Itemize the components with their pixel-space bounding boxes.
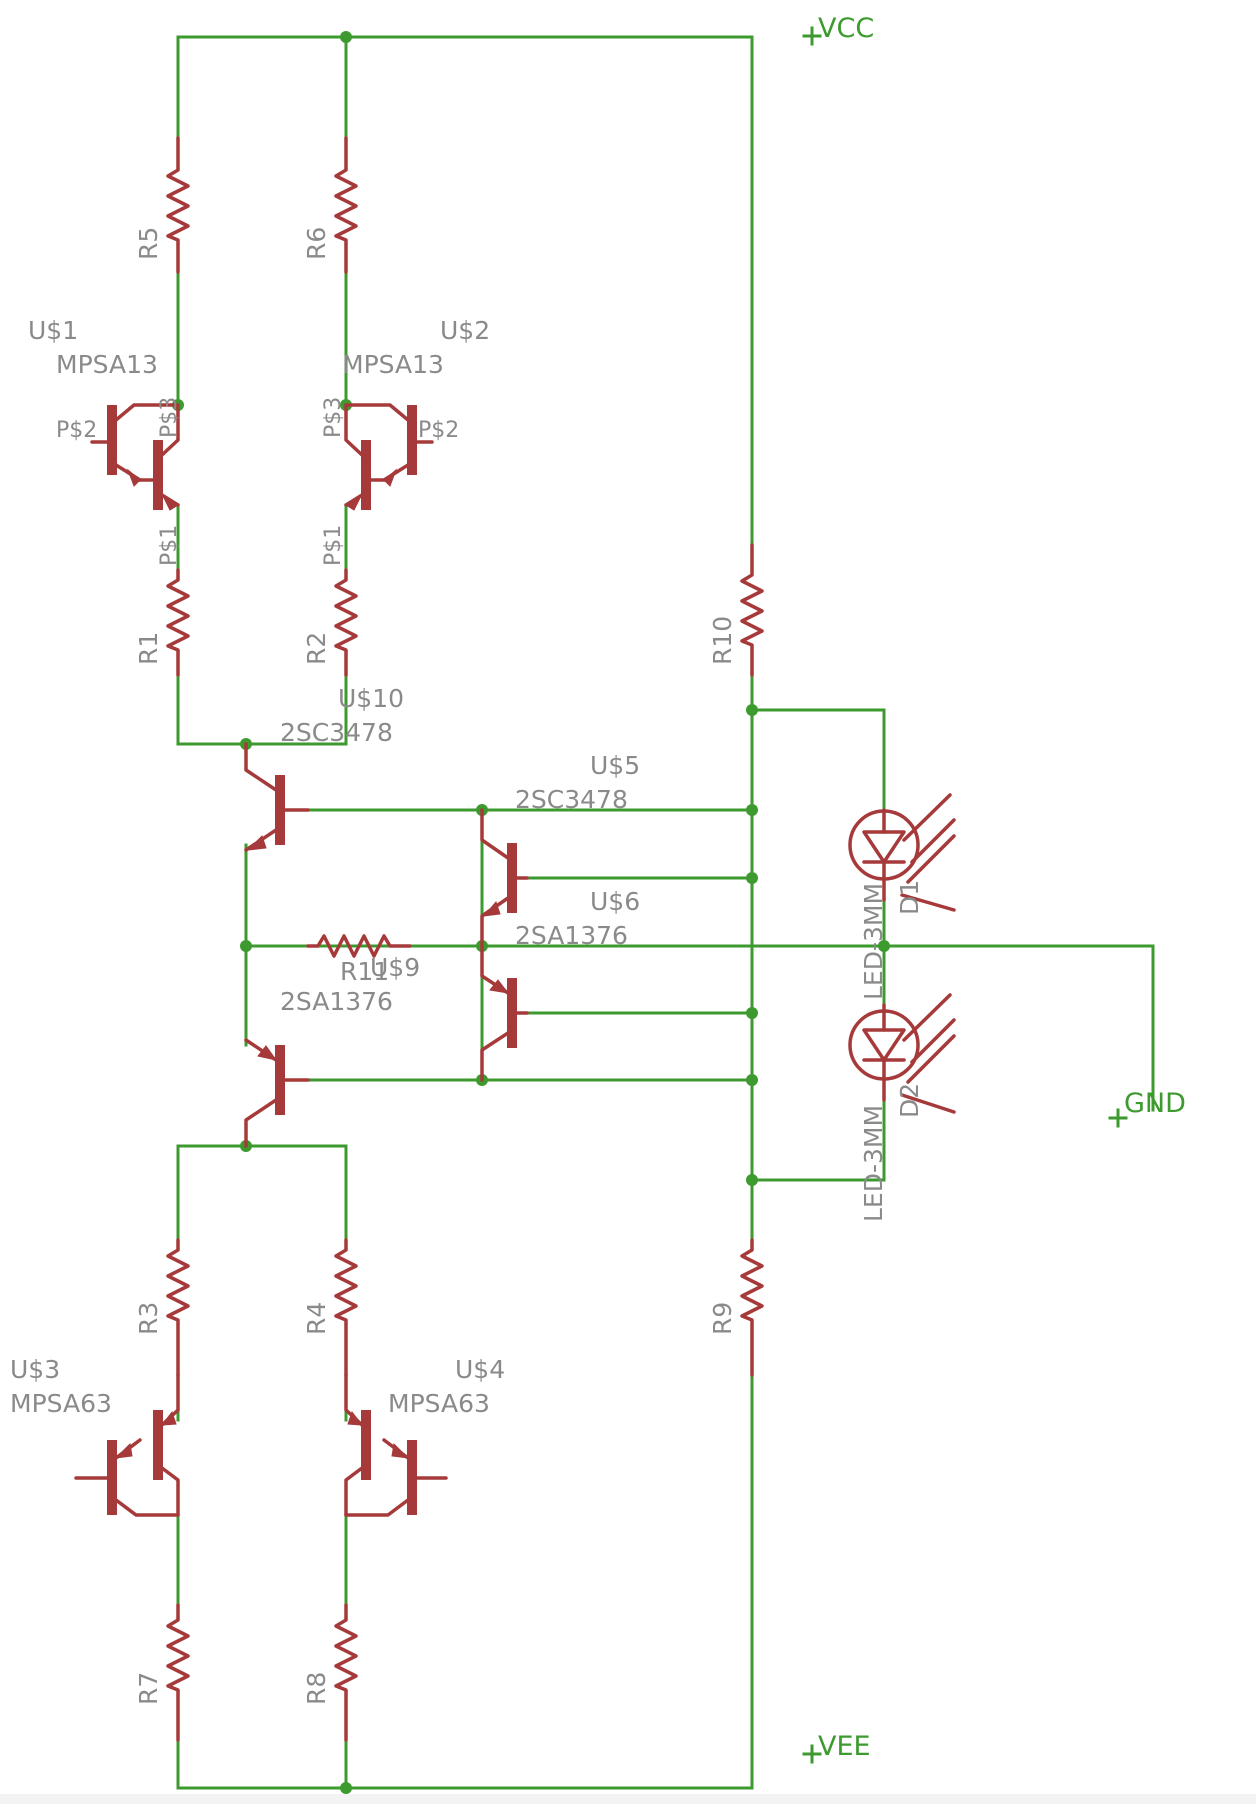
resistor-r4 — [334, 1238, 358, 1377]
label-u4-name: U$4 — [455, 1355, 505, 1384]
label-u5-value: 2SC3478 — [515, 785, 628, 814]
pin-label-u2-p2: P$2 — [418, 418, 459, 443]
label-d1-name: D1 — [895, 880, 924, 915]
label-d1-value: LED-3MM — [859, 883, 888, 1000]
pin-label-u1-p3: P$3 — [157, 397, 182, 438]
transistor-u10 — [244, 742, 310, 852]
pin-label-u2-p1: P$1 — [321, 525, 346, 566]
resistor-r11 — [306, 934, 412, 958]
label-d2-name: D2 — [895, 1083, 924, 1118]
pin-label-u1-p2: P$2 — [56, 418, 97, 443]
net-label-vee: VEE — [818, 1731, 871, 1762]
canvas-bottom-edge — [0, 1794, 1256, 1804]
pin-label-u2-p3: P$3 — [321, 397, 346, 438]
label-u10-value: 2SC3478 — [280, 718, 393, 747]
label-u1-name: U$1 — [28, 316, 78, 345]
label-u10-name: U$10 — [338, 684, 404, 713]
label-r9: R9 — [708, 1302, 737, 1335]
label-u3-name: U$3 — [10, 1355, 60, 1384]
resistor-r9 — [740, 1238, 764, 1377]
label-u1-value: MPSA13 — [56, 350, 158, 379]
wires — [176, 26, 1155, 1790]
led-d1 — [848, 793, 956, 912]
resistor-r1 — [166, 568, 190, 677]
resistor-r5 — [166, 136, 190, 274]
resistor-r8 — [334, 1603, 358, 1742]
transistor-u6 — [480, 944, 529, 1082]
label-u6-value: 2SA1376 — [515, 921, 628, 950]
label-u6-name: U$6 — [590, 887, 640, 916]
label-r3: R3 — [134, 1302, 163, 1335]
label-r8: R8 — [302, 1672, 331, 1705]
label-r7: R7 — [134, 1672, 163, 1705]
pin-label-u1-p1: P$1 — [157, 525, 182, 566]
label-u9-value: 2SA1376 — [280, 987, 393, 1016]
label-r1: R1 — [134, 632, 163, 665]
label-u4-value: MPSA63 — [388, 1389, 490, 1418]
transistor-u3 — [74, 1373, 180, 1517]
label-u9-name: U$9 — [370, 953, 420, 982]
transistor-u4 — [344, 1373, 448, 1517]
net-label-vcc: VCC — [818, 13, 874, 44]
junctions — [172, 31, 890, 1794]
resistor-r10 — [740, 543, 764, 677]
transistor-u5 — [480, 808, 529, 948]
resistor-r3 — [166, 1238, 190, 1377]
transistor-u2 — [344, 403, 434, 511]
net-label-gnd: GND — [1124, 1088, 1186, 1119]
transistor-u1 — [90, 403, 180, 511]
resistor-r6 — [334, 136, 358, 274]
label-r4: R4 — [302, 1302, 331, 1335]
label-r10: R10 — [708, 616, 737, 665]
label-r2: R2 — [302, 632, 331, 665]
label-r5: R5 — [134, 227, 163, 260]
label-u5-name: U$5 — [590, 751, 640, 780]
label-r11: R11 — [340, 957, 389, 986]
label-u3-value: MPSA63 — [10, 1389, 112, 1418]
resistor-r2 — [334, 568, 358, 677]
led-d2 — [848, 993, 956, 1114]
transistor-u9 — [244, 1038, 310, 1148]
label-r6: R6 — [302, 227, 331, 260]
label-u2-name: U$2 — [440, 316, 490, 345]
label-u2-value: MPSA13 — [342, 350, 444, 379]
resistor-r7 — [166, 1603, 190, 1742]
label-d2-value: LED-3MM — [859, 1105, 888, 1222]
